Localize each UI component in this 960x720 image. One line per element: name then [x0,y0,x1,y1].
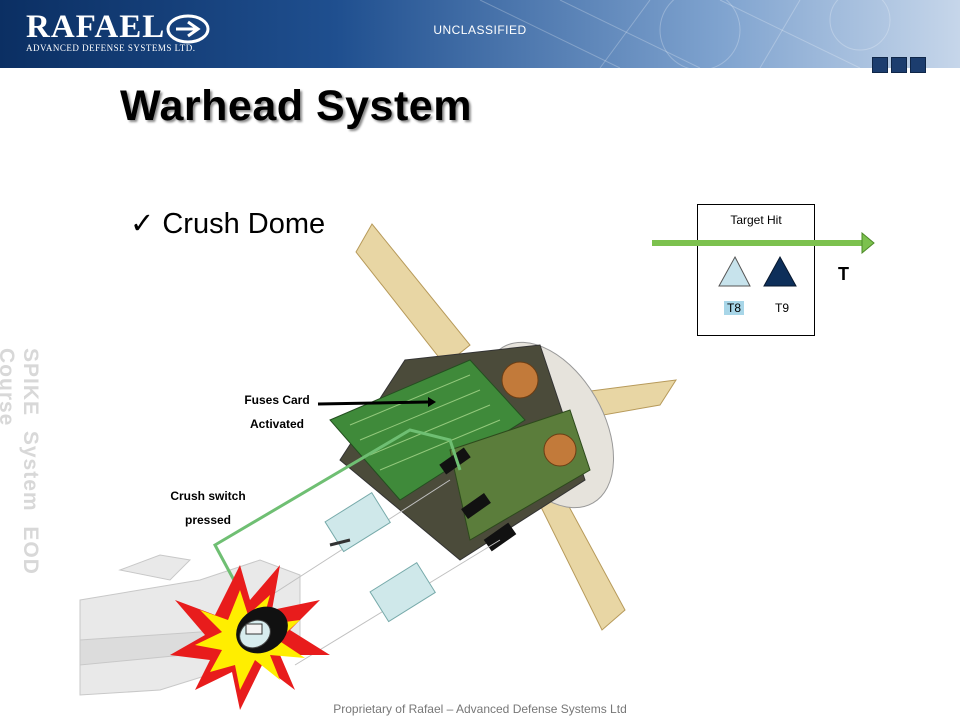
bullet-item: ✓ Crush Dome [130,206,325,241]
logo-wordmark: RAFAEL [26,9,166,45]
rafael-emblem-icon [166,14,210,44]
time-axis-label: T [838,264,849,284]
fuse-wire [212,428,462,611]
slide-title: Warhead System [120,82,472,130]
timeline-arrow-icon [652,232,875,254]
header-decoration [479,0,891,68]
footer-text: Proprietary of Rafael – Advanced Defense… [333,702,627,716]
check-icon: ✓ [130,208,163,240]
timing-triangles [718,255,797,287]
bullet-text: Crush Dome [162,208,326,240]
rafael-logo: RAFAEL ADVANCED DEFENSE SYSTEMS LTD. [26,10,196,53]
crush-switch-label: Crush switch pressed [170,489,246,527]
crush-switch [236,606,288,654]
logo-subtitle: ADVANCED DEFENSE SYSTEMS LTD. [26,43,196,53]
classification-label: UNCLASSIFIED [433,23,527,37]
timing-box-title: Target Hit [730,213,782,227]
slide-header: RAFAEL ADVANCED DEFENSE SYSTEMS LTD. UNC… [0,0,960,68]
timing-box: Target Hit T8 T9 [697,204,815,336]
t9-label: T9 [775,301,790,315]
header-squares [872,57,926,73]
t8-triangle-icon [718,255,751,287]
side-watermark: SPIKE System EOD Course [0,348,42,575]
t9-triangle-icon [763,255,797,287]
t8-label: T8 [724,301,745,315]
crush-dome-tube [224,479,501,666]
fuses-card-label: Fuses Card Activated [244,393,310,431]
fuses-card-pointer [317,400,429,406]
warhead-body [329,341,615,561]
